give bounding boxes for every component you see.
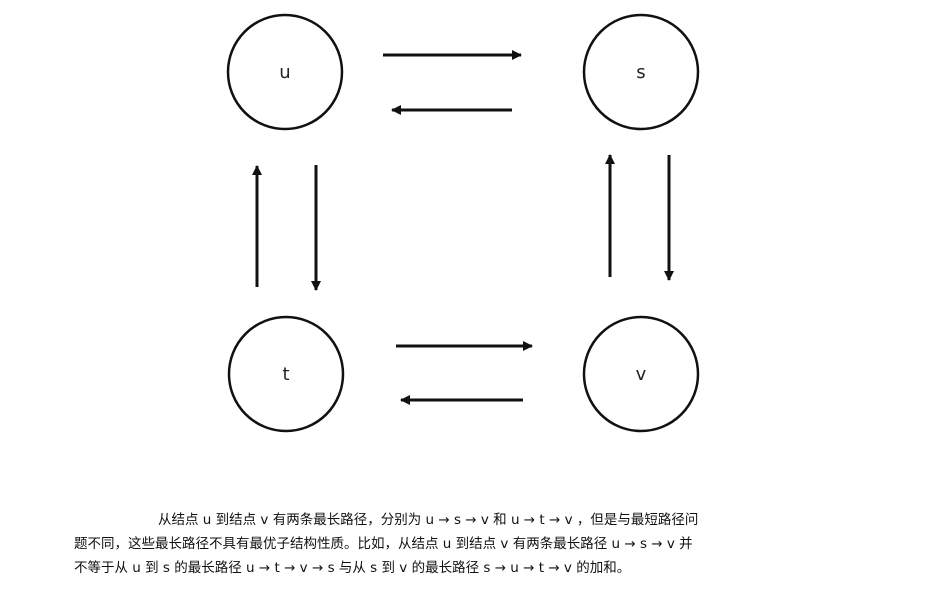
node-v-label: v <box>636 364 647 385</box>
graph-diagram: u s t v <box>226 13 700 433</box>
node-t-label: t <box>282 364 289 385</box>
caption-paragraph: 从结点 u 到结点 v 有两条最长路径，分别为 u → s → v 和 u → … <box>74 508 858 580</box>
node-s-label: s <box>636 62 645 83</box>
node-u-label: u <box>279 62 290 83</box>
node-v: v <box>582 315 700 433</box>
node-t: t <box>227 315 345 433</box>
caption-line-2: 题不同，这些最长路径不具有最优子结构性质。比如，从结点 u 到结点 v 有两条最… <box>74 536 693 552</box>
node-u: u <box>226 13 344 131</box>
node-s: s <box>582 13 700 131</box>
caption-line-1: 从结点 u 到结点 v 有两条最长路径，分别为 u → s → v 和 u → … <box>158 512 699 528</box>
caption-line-3: 不等于从 u 到 s 的最长路径 u → t → v → s 与从 s 到 v … <box>74 560 631 576</box>
